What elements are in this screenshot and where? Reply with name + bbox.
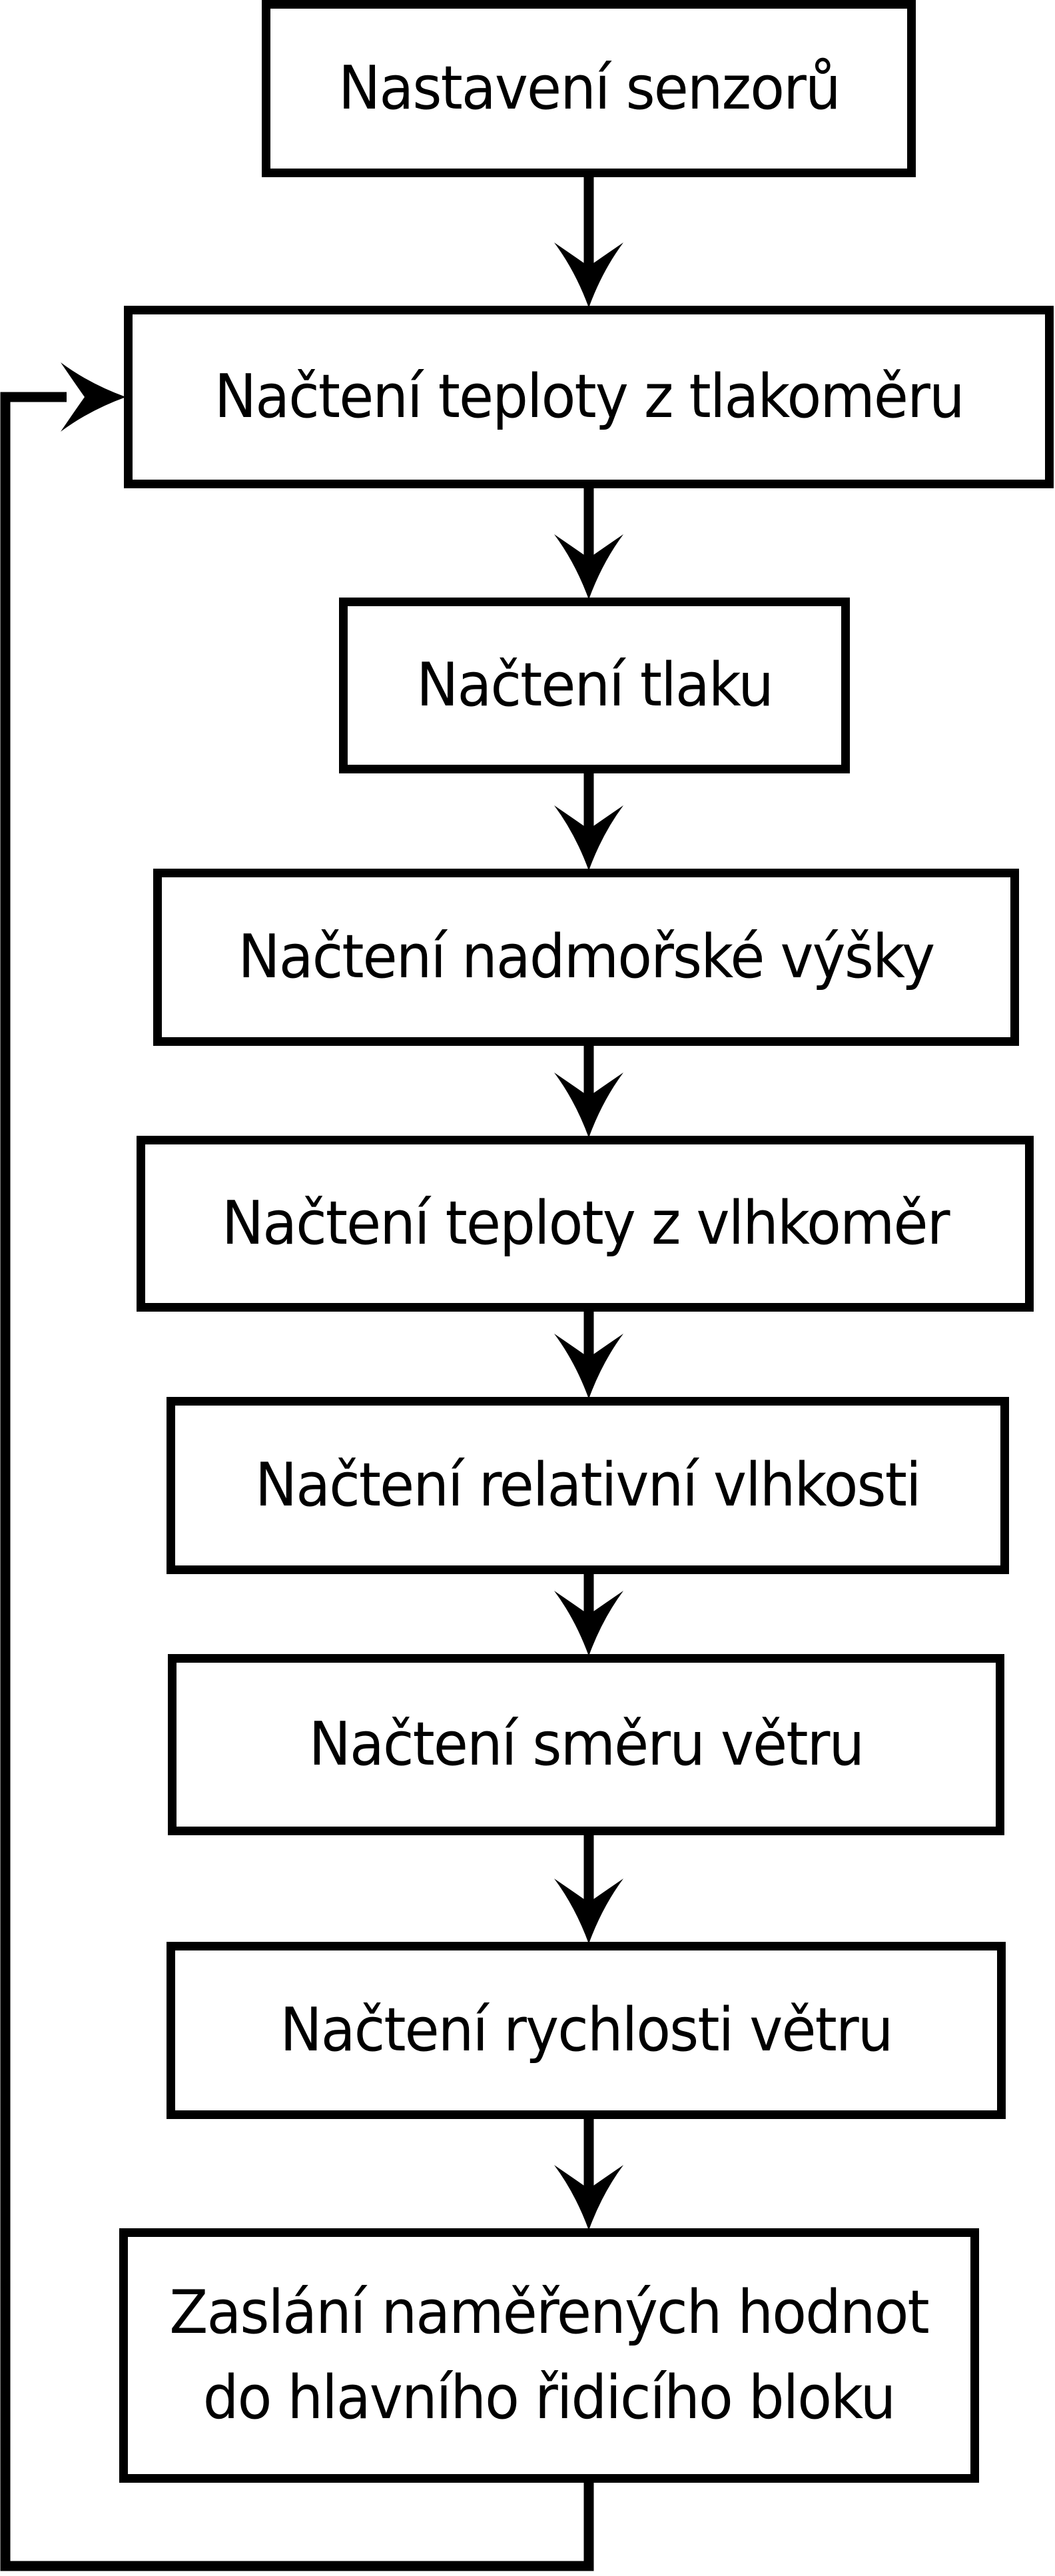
- flow-node-nacteni-nadmorske-vysky: Načtení nadmořské výšky: [153, 869, 1019, 1046]
- connector-6-arrowhead-icon: [554, 1591, 623, 1656]
- flow-node-nacteni-relativni-vlhkosti: Načtení relativní vlhkosti: [167, 1397, 1009, 1574]
- flow-node-label: Načtení relativní vlhkosti: [255, 1450, 922, 1521]
- flow-node-nastaveni-senzoru: Nastavení senzorů: [262, 0, 916, 177]
- loop-connector: [0, 392, 594, 2571]
- connector-3-arrowhead-icon: [554, 805, 623, 871]
- flow-node-nacteni-teploty-z-tlakomeru: Načtení teploty z tlakoměru: [124, 306, 1054, 488]
- flow-node-label: Načtení teploty z tlakoměru: [214, 362, 965, 432]
- loop-arrowhead-icon: [61, 362, 126, 432]
- flow-node-zaslani-namerenych-hodnot: Zaslání naměřených hodnot do hlavního ři…: [119, 2228, 979, 2483]
- flow-node-nacteni-rychlosti-vetru: Načtení rychlosti větru: [167, 1942, 1006, 2119]
- flow-node-nacteni-teploty-z-vlhkomer: Načtení teploty z vlhkoměr: [137, 1136, 1034, 1312]
- flow-node-label: Načtení rychlosti větru: [280, 1995, 893, 2066]
- flow-node-label: Nastavení senzorů: [338, 53, 841, 124]
- flow-node-label: Načtení směru větru: [308, 1709, 865, 1780]
- flow-node-label: Načtení tlaku: [416, 650, 774, 721]
- flow-node-nacteni-smeru-vetru: Načtení směru větru: [168, 1654, 1004, 1835]
- connector-1-arrowhead-icon: [554, 242, 623, 308]
- flow-node-label: Načtení teploty z vlhkoměr: [221, 1188, 950, 1259]
- connector-4-arrowhead-icon: [554, 1073, 623, 1138]
- flow-node-label-line-2: do hlavního řidicího bloku: [203, 2363, 896, 2433]
- flow-node-label-line-1: Zaslání naměřených hodnot: [169, 2278, 930, 2348]
- connector-8-arrowhead-icon: [554, 2165, 623, 2230]
- flow-node-label: Zaslání naměřených hodnot do hlavního ři…: [169, 2270, 930, 2441]
- connector-5-arrowhead-icon: [554, 1334, 623, 1399]
- connector-2-arrowhead-icon: [554, 534, 623, 600]
- connector-7-arrowhead-icon: [554, 1879, 623, 1944]
- flow-node-label: Načtení nadmořské výšky: [238, 922, 935, 993]
- flow-node-nacteni-tlaku: Načtení tlaku: [339, 598, 850, 773]
